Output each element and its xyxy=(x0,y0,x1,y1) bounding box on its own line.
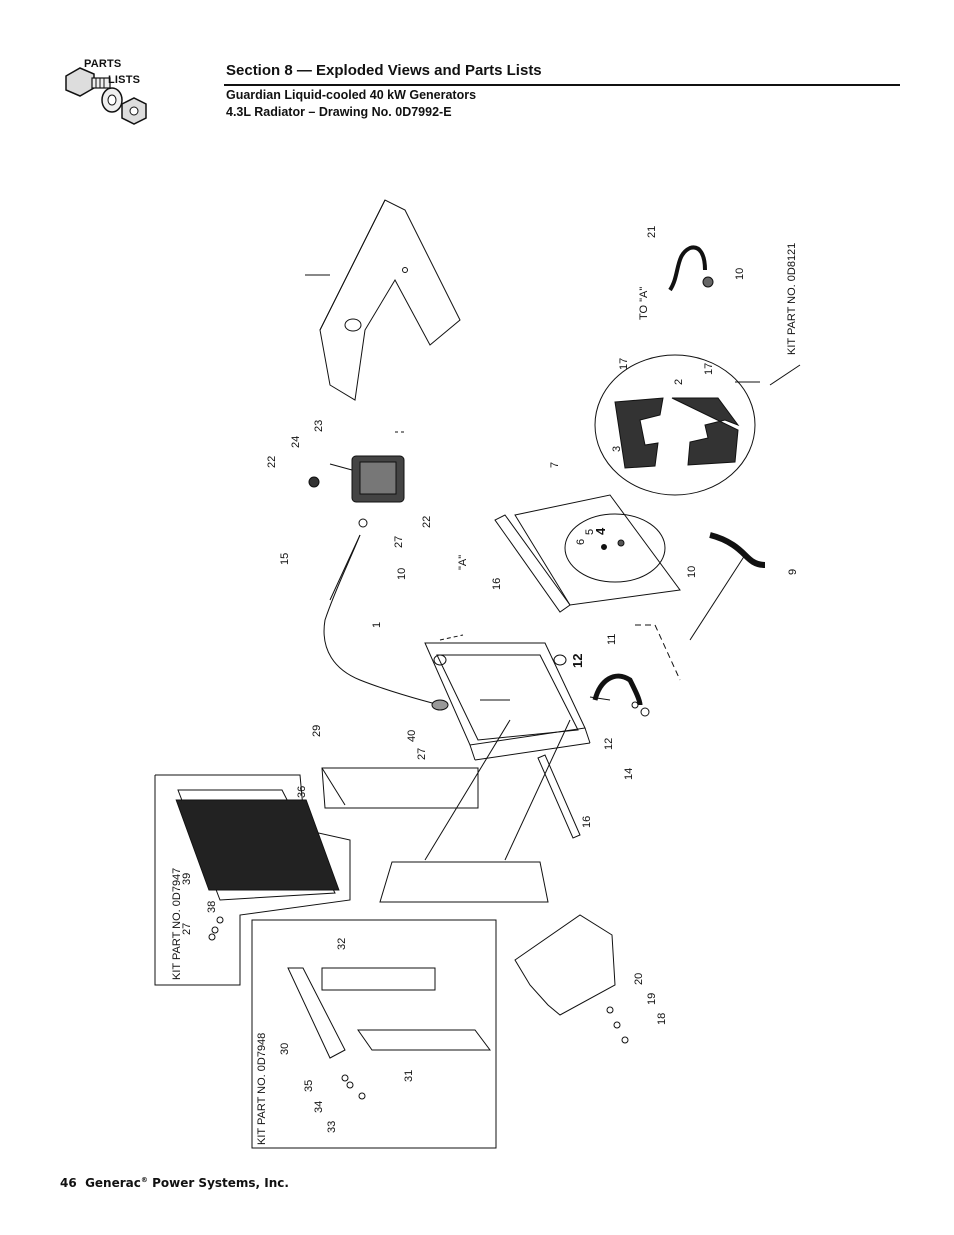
callout-27-b: 27 xyxy=(416,748,428,760)
bolt-washer-nut-icon xyxy=(65,67,147,125)
upper-hose xyxy=(668,245,707,292)
lower-hose-9 xyxy=(709,532,766,568)
callout-18: 18 xyxy=(656,1013,668,1025)
callout-39: 39 xyxy=(181,873,193,885)
page-footer: 46 Generac® Power Systems, Inc. xyxy=(60,1176,289,1190)
callout-22-a: 22 xyxy=(266,456,278,468)
registered-mark: ® xyxy=(140,1176,148,1184)
callout-10-b: 10 xyxy=(686,566,698,578)
callout-38: 38 xyxy=(206,901,218,913)
header-rule xyxy=(224,84,900,86)
callout-1: 1 xyxy=(371,622,383,628)
callout-32: 32 xyxy=(336,938,348,950)
callout-16-a: 16 xyxy=(491,578,503,590)
callout-33: 33 xyxy=(326,1121,338,1133)
callout-2: 2 xyxy=(673,379,685,385)
page-number: 46 xyxy=(60,1176,77,1190)
subtitle-product: Guardian Liquid-cooled 40 kW Generators xyxy=(226,88,477,102)
callout-6: 6 xyxy=(575,539,587,545)
callout-14: 14 xyxy=(623,768,635,780)
callout-22-b: 22 xyxy=(421,516,433,528)
callout-24: 24 xyxy=(290,436,302,448)
callout-numbers: 1 2 3 4 5 6 7 9 10 10 10 11 12 12 14 15 … xyxy=(181,226,799,1133)
company-suffix: Power Systems, Inc. xyxy=(152,1176,289,1190)
baffle-kit-detail xyxy=(594,354,760,496)
bracket-kit-0d7948 xyxy=(251,919,497,1149)
lower-bracket xyxy=(379,861,549,903)
company-name: Generac xyxy=(85,1176,141,1190)
callout-9: 9 xyxy=(787,569,799,575)
grille-kit-0d7947 xyxy=(154,774,351,986)
callout-34: 34 xyxy=(313,1101,325,1113)
callout-3: 3 xyxy=(611,446,623,452)
callout-19: 19 xyxy=(646,993,658,1005)
callout-27-c: 27 xyxy=(181,923,193,935)
channel-bracket-29 xyxy=(321,767,479,809)
frame-rail-bottom xyxy=(514,914,616,1016)
kit-label-0d7948: KIT PART NO. 0D7948 xyxy=(256,1033,268,1145)
callout-40: 40 xyxy=(406,730,418,742)
callout-10-c: 10 xyxy=(396,568,408,580)
callout-12-b: 12 xyxy=(603,738,615,750)
reference-label-to-a: TO "A" xyxy=(638,287,650,320)
callout-5: 5 xyxy=(584,529,596,535)
kit-label-0d7947: KIT PART NO. 0D7947 xyxy=(171,868,183,980)
section-title: Section 8 — Exploded Views and Parts Lis… xyxy=(226,62,542,79)
logo-text-parts: PARTS xyxy=(84,58,122,70)
frame-rail-top xyxy=(305,199,461,433)
logo-text-lists: LISTS xyxy=(108,74,141,86)
callout-17-a: 17 xyxy=(618,358,630,370)
fan-shroud xyxy=(494,494,681,613)
lower-hose-11 xyxy=(592,673,643,706)
callout-36: 36 xyxy=(296,786,308,798)
callout-21: 21 xyxy=(646,226,658,238)
callout-30: 30 xyxy=(279,1043,291,1055)
overflow-hose xyxy=(323,534,441,706)
callout-15: 15 xyxy=(279,553,291,565)
parts-lists-logo: PARTS LISTS xyxy=(58,56,158,126)
callout-35: 35 xyxy=(303,1080,315,1092)
bar-16 xyxy=(537,754,581,839)
kit-label-0d8121: KIT PART NO. 0D8121 xyxy=(786,243,798,355)
radiator-core xyxy=(424,642,591,761)
callout-16-b: 16 xyxy=(581,816,593,828)
callout-17-b: 17 xyxy=(703,363,715,375)
callout-7: 7 xyxy=(549,462,561,468)
callout-11: 11 xyxy=(606,634,618,645)
callout-23: 23 xyxy=(313,420,325,432)
callout-31: 31 xyxy=(403,1070,415,1082)
coolant-overflow-tank xyxy=(308,455,405,528)
callout-29: 29 xyxy=(311,725,323,737)
reference-label-a: "A" xyxy=(457,555,469,570)
callout-27-a: 27 xyxy=(393,536,405,548)
callout-4: 4 xyxy=(593,527,608,535)
callout-12-a: 12 xyxy=(570,654,585,668)
callout-20: 20 xyxy=(633,973,645,985)
callout-10-a: 10 xyxy=(734,268,746,280)
subtitle-drawing: 4.3L Radiator – Drawing No. 0D7992-E xyxy=(226,105,452,119)
